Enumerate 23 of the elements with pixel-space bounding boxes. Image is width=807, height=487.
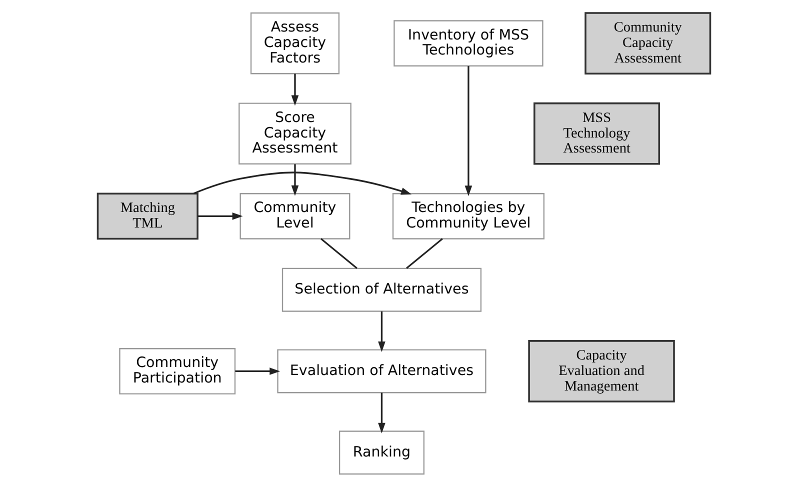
node-box: Community Capacity Assessment (584, 12, 711, 74)
node-box: Evaluation of Alternatives (276, 349, 486, 394)
node-box: Inventory of MSS Technologies (393, 20, 543, 66)
arrow (234, 368, 280, 375)
arrow (192, 172, 412, 195)
arrow (378, 311, 385, 352)
node-box: Community Level (239, 193, 350, 240)
arrow (290, 74, 298, 106)
arrow (378, 392, 385, 434)
arrow (464, 66, 472, 196)
node-box: Capacity Evaluation and Management (528, 340, 674, 402)
node-box: Ranking (338, 430, 424, 475)
node-box: Community Participation (118, 348, 236, 394)
node-box: MSS Technology Assessment (533, 102, 660, 165)
arrow (197, 212, 242, 220)
node-box: Score Capacity Assessment (238, 102, 351, 164)
node-box: Assess Capacity Factors (250, 12, 340, 74)
node-box: Technologies by Community Level (392, 193, 544, 240)
connector (406, 238, 442, 269)
node-box: Matching TML (96, 192, 198, 240)
node-box: Selection of Alternatives (281, 268, 482, 312)
connector (320, 238, 357, 269)
arrow (290, 164, 298, 196)
